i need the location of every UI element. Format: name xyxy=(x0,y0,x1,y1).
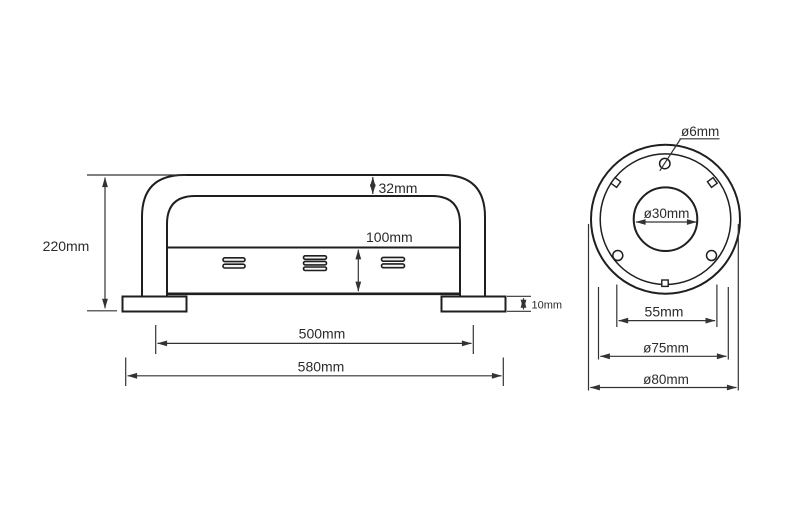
screw-hole-top xyxy=(658,157,671,170)
dim-label-bore: ø30mm xyxy=(644,206,690,221)
mounting-foot-right xyxy=(440,295,507,313)
dim-label-panel-height: 100mm xyxy=(366,229,413,245)
vent-slots-center xyxy=(302,255,328,272)
vent-slots-left xyxy=(222,256,246,269)
dim-label-flange-outer: ø80mm xyxy=(643,372,689,387)
dim-label-hole-spacing: 55mm xyxy=(645,304,684,320)
dim-label-screw-hole: ø6mm xyxy=(681,124,719,139)
dim-overall-width: 580mm xyxy=(125,357,504,386)
tab-upper-left xyxy=(609,176,622,189)
vent-slots-right xyxy=(380,256,406,269)
dim-mounting-span: 500mm xyxy=(155,325,474,354)
dim-label-flange-inner: ø75mm xyxy=(643,341,689,356)
dim-label-overall-height: 220mm xyxy=(43,238,90,254)
dim-flange-inner: ø75mm xyxy=(597,287,729,360)
mounting-foot-left xyxy=(121,295,188,313)
dim-overall-height: 220mm xyxy=(43,174,186,312)
dim-label-tube-diameter: 32mm xyxy=(379,180,418,196)
front-view: 220mm 32mm 100mm 10mm xyxy=(43,174,563,386)
dim-bore: ø30mm xyxy=(635,206,697,225)
end-view: ø6mm ø30mm 55mm ø75mm xyxy=(587,124,741,391)
screw-hole-lower-left xyxy=(612,249,624,262)
dim-base-thickness: 10mm xyxy=(507,295,563,312)
dim-label-overall-width: 580mm xyxy=(298,359,345,375)
dim-label-mounting-span: 500mm xyxy=(299,326,346,342)
grab-bar-inner-outline xyxy=(166,195,461,297)
tab-upper-right xyxy=(706,176,719,189)
dim-hole-spacing: 55mm xyxy=(616,284,718,327)
dim-panel-height: 100mm xyxy=(355,229,413,292)
grab-bar-outer-outline xyxy=(141,174,486,297)
tab-bottom xyxy=(661,279,669,288)
dim-flange-outer: ø80mm xyxy=(587,224,739,391)
screw-hole-lower-right xyxy=(705,249,718,262)
dim-screw-hole: ø6mm xyxy=(659,124,720,172)
dim-tube-diameter: 32mm xyxy=(369,176,418,196)
dim-label-base-thickness: 10mm xyxy=(532,300,563,312)
flange-outer-circle xyxy=(590,143,741,295)
tube-bore-circle xyxy=(632,186,699,252)
